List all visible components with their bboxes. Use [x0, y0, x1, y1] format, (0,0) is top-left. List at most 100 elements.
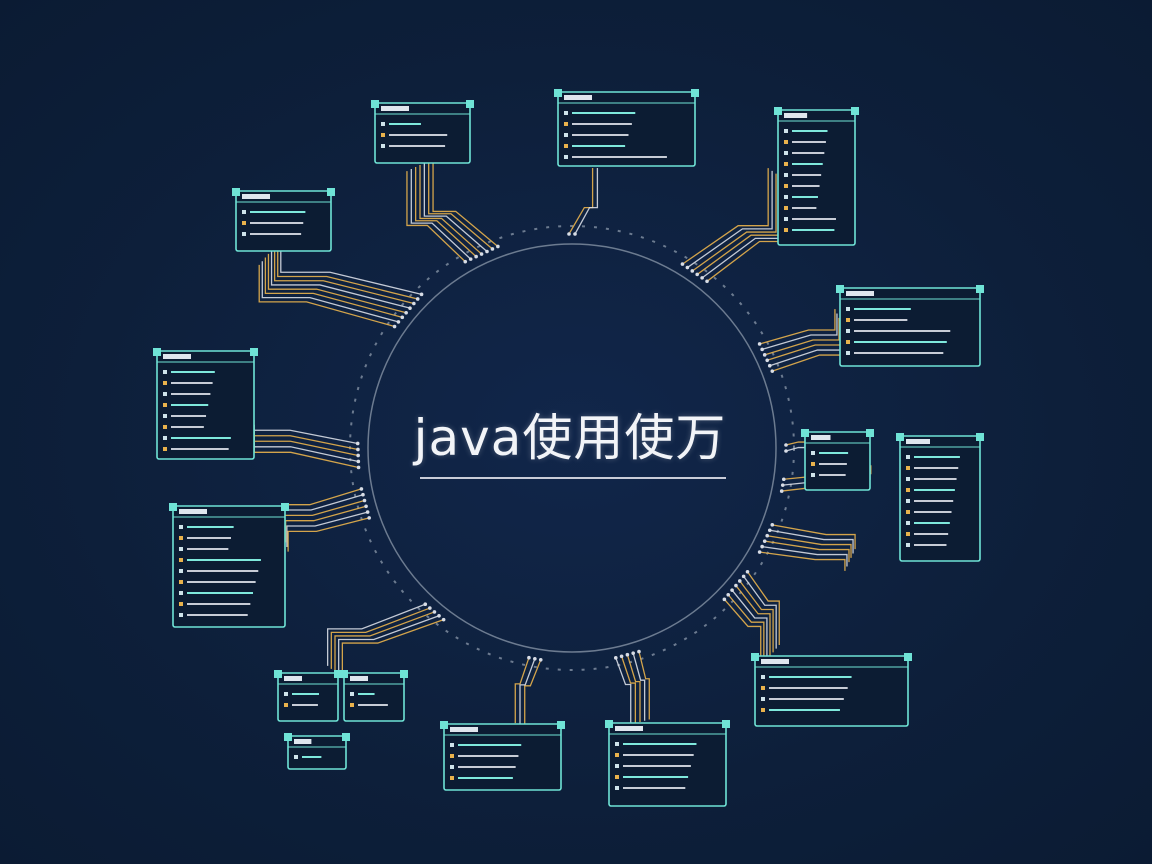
row-text-line	[792, 130, 828, 132]
row-text-line	[250, 233, 302, 235]
row-text-line	[187, 592, 253, 594]
trace-node	[355, 441, 360, 446]
panel-tab-left	[284, 733, 292, 741]
row-text-line	[769, 698, 844, 700]
row-text-line	[623, 765, 691, 767]
row-text-line	[854, 341, 947, 343]
panel-tab-right	[557, 721, 565, 729]
row-bullet	[179, 547, 183, 551]
row-bullet	[163, 447, 167, 451]
row-text-line	[854, 308, 911, 310]
panel-header-label	[242, 194, 270, 199]
trace-node	[490, 247, 495, 251]
row-bullet	[163, 414, 167, 418]
row-bullet	[350, 703, 354, 707]
trace-node	[767, 528, 772, 533]
row-bullet	[615, 786, 619, 790]
row-bullet	[784, 184, 788, 188]
trace-node	[619, 654, 624, 659]
row-bullet	[179, 569, 183, 573]
row-text-line	[623, 776, 689, 778]
row-text-line	[187, 548, 229, 550]
trace-node	[356, 459, 361, 464]
row-text-line	[623, 743, 697, 745]
row-text-line	[623, 754, 694, 756]
trace-node	[762, 539, 767, 543]
circuit-trace	[772, 524, 856, 550]
circuit-trace	[406, 171, 466, 263]
panel-header-label	[284, 676, 302, 681]
panel-tab-right	[281, 503, 289, 511]
row-text-line	[914, 533, 949, 535]
panel-frame	[839, 287, 981, 367]
panel-frame	[343, 672, 405, 722]
panel-header-label	[906, 439, 930, 444]
trace-node	[485, 249, 489, 254]
circuit-trace	[785, 437, 806, 446]
trace-node	[737, 579, 742, 583]
row-text-line	[623, 787, 686, 789]
row-bullet	[784, 173, 788, 177]
ui-panel	[274, 670, 342, 722]
row-text-line	[358, 704, 388, 706]
trace-node	[468, 257, 473, 261]
trace-node	[573, 232, 577, 236]
row-bullet	[179, 536, 183, 540]
central-title: java使用使万	[413, 409, 727, 467]
row-bullet	[564, 144, 568, 148]
row-bullet	[906, 521, 910, 525]
row-text-line	[819, 463, 847, 465]
circuit-trace	[769, 529, 854, 554]
row-text-line	[358, 693, 375, 695]
title-underline	[420, 477, 726, 479]
panel-tab-left	[340, 670, 348, 678]
trace-node	[359, 487, 364, 491]
panel-tab-left	[169, 503, 177, 511]
trace-node	[690, 269, 695, 273]
panel-header-label	[811, 435, 831, 440]
panel-frame	[754, 655, 909, 727]
row-bullet	[615, 775, 619, 779]
trace-node	[762, 353, 767, 357]
trace-node	[396, 320, 401, 324]
circuit-trace	[759, 551, 846, 571]
trace-node	[685, 265, 690, 270]
row-bullet	[784, 195, 788, 199]
row-bullet	[284, 692, 288, 696]
circuit-trace	[632, 652, 646, 721]
trace-node	[770, 369, 775, 373]
trace-node	[784, 449, 788, 453]
trace-node	[730, 588, 734, 592]
row-bullet	[846, 307, 850, 311]
row-bullet	[906, 499, 910, 503]
row-bullet	[242, 210, 246, 214]
row-text-line	[458, 755, 519, 757]
row-text-line	[187, 526, 234, 528]
panel-tab-right	[400, 670, 408, 678]
row-bullet	[163, 392, 167, 396]
panel-tab-right	[691, 89, 699, 97]
trace-node	[362, 498, 367, 503]
circuit-trace	[270, 250, 411, 309]
trace-node	[533, 656, 537, 661]
trace-node	[412, 301, 416, 306]
row-text-line	[171, 415, 207, 417]
panel-frame	[608, 722, 727, 807]
panel-header-label	[564, 95, 592, 100]
trace-node	[437, 613, 441, 618]
panel-header-label	[294, 739, 312, 744]
row-bullet	[761, 675, 765, 679]
trace-node	[734, 583, 738, 588]
row-text-line	[854, 352, 944, 354]
trace-node	[567, 232, 571, 236]
trace-node	[613, 656, 618, 660]
row-text-line	[171, 426, 204, 428]
row-bullet	[906, 488, 910, 492]
panel-header-label	[784, 113, 808, 118]
row-bullet	[179, 580, 183, 584]
row-bullet	[163, 403, 167, 407]
panel-frame	[899, 435, 981, 562]
trace-node	[479, 252, 484, 256]
